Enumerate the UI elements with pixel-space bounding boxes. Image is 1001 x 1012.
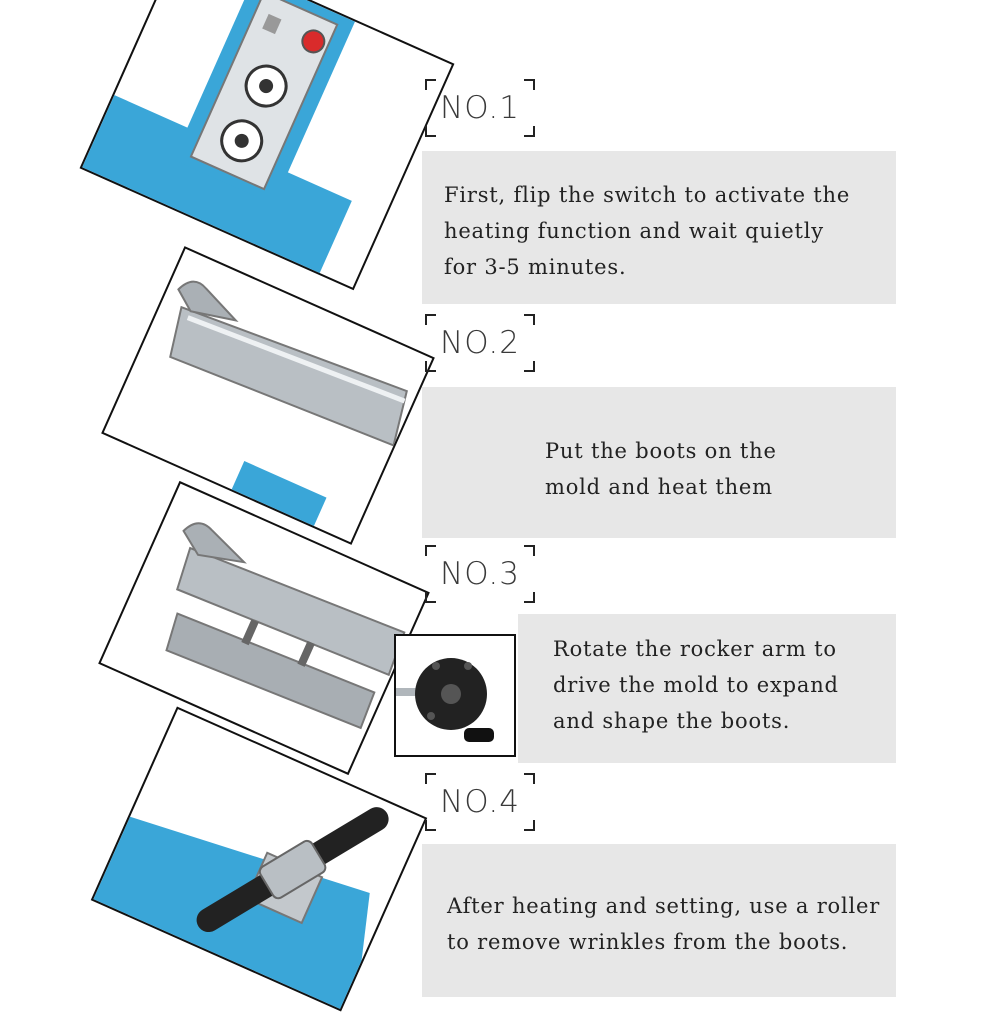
step3-line-3: and shape the boots.: [553, 709, 791, 733]
step2-line-1: Put the boots on the: [545, 439, 777, 463]
step1-line-2: heating function and wait quietly: [444, 219, 824, 243]
step2-photo: [101, 246, 435, 545]
step2-line-2: mold and heat them: [545, 475, 773, 499]
step3-description: Rotate the rocker arm to drive the mold …: [518, 614, 896, 763]
step1-label: NO.1: [425, 79, 535, 137]
step1-line-3: for 3-5 minutes.: [444, 255, 627, 279]
step3-label: NO.3: [425, 545, 535, 603]
step3-line-1: Rotate the rocker arm to: [553, 637, 837, 661]
step1-description: First, flip the switch to activate the h…: [422, 151, 896, 304]
step1-photo: [79, 0, 455, 291]
step1-line-1: First, flip the switch to activate the: [444, 183, 851, 207]
step4-description: After heating and setting, use a roller …: [422, 844, 896, 997]
step3-inset-photo: [394, 634, 516, 757]
step4-label: NO.4: [425, 773, 535, 831]
control-panel-icon: [79, 0, 364, 284]
roller-icon: [90, 807, 389, 1012]
step2-description: Put the boots on the mold and heat them: [422, 387, 896, 538]
step4-line-2: to remove wrinkles from the boots.: [447, 930, 849, 954]
step3-photo: [98, 480, 430, 776]
step2-label: NO.2: [425, 314, 535, 372]
step4-line-1: After heating and setting, use a roller: [447, 894, 881, 918]
hand-wheel-icon: [396, 658, 494, 742]
boot-mold-icon: [169, 280, 408, 544]
expanding-mold-icon: [165, 522, 406, 730]
step3-line-2: drive the mold to expand: [553, 673, 839, 697]
step4-photo: [90, 706, 428, 1012]
